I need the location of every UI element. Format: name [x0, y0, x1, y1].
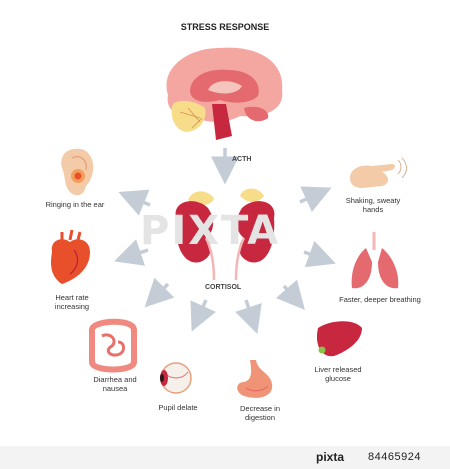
- footer-bar: pixta 84465924: [0, 446, 450, 469]
- footer-brand: pixta: [316, 450, 345, 464]
- ear-label: Ringing in the ear: [45, 200, 105, 209]
- kidney-left-icon: [175, 191, 216, 281]
- eye-label: Pupil delate: [158, 403, 198, 412]
- hand-icon: [350, 157, 407, 188]
- watermark: PIXTA: [140, 208, 281, 254]
- kidney-right-icon: [234, 188, 275, 281]
- cortisol-label: CORTISOL: [205, 284, 242, 291]
- liver-icon: [316, 321, 362, 357]
- arrow-intestine: [144, 277, 175, 308]
- liver-label: Liver released glucose: [314, 365, 362, 383]
- arrow-lungs: [303, 240, 336, 268]
- eye-icon: [160, 362, 192, 394]
- arrow-liver: [275, 279, 305, 310]
- arrows: [114, 148, 336, 334]
- intestine-label: Diarrhea and nausea: [93, 375, 137, 393]
- arrow-hand: [299, 186, 332, 212]
- stomach-icon: [237, 360, 273, 398]
- acth-label: ACTH: [232, 156, 252, 163]
- brain-icon: [166, 47, 283, 140]
- arrow-ear: [118, 189, 151, 216]
- ear-icon: [61, 148, 94, 196]
- intestine-icon: [89, 318, 137, 373]
- page-title: STRESS RESPONSE: [180, 22, 270, 32]
- lungs-icon: [351, 232, 399, 289]
- heart-icon: [51, 229, 90, 284]
- lungs-label: Faster, deeper breathing: [339, 295, 421, 304]
- arrow-eye: [190, 299, 216, 332]
- footer-id: 84465924: [368, 451, 421, 463]
- hand-label: Shaking, sweaty hands: [345, 196, 401, 214]
- arrow-stomach: [235, 299, 262, 334]
- arrow-heart: [114, 239, 149, 266]
- heart-label: Heart rate increasing: [54, 293, 90, 311]
- stomach-label: Decrease in digestion: [239, 404, 281, 422]
